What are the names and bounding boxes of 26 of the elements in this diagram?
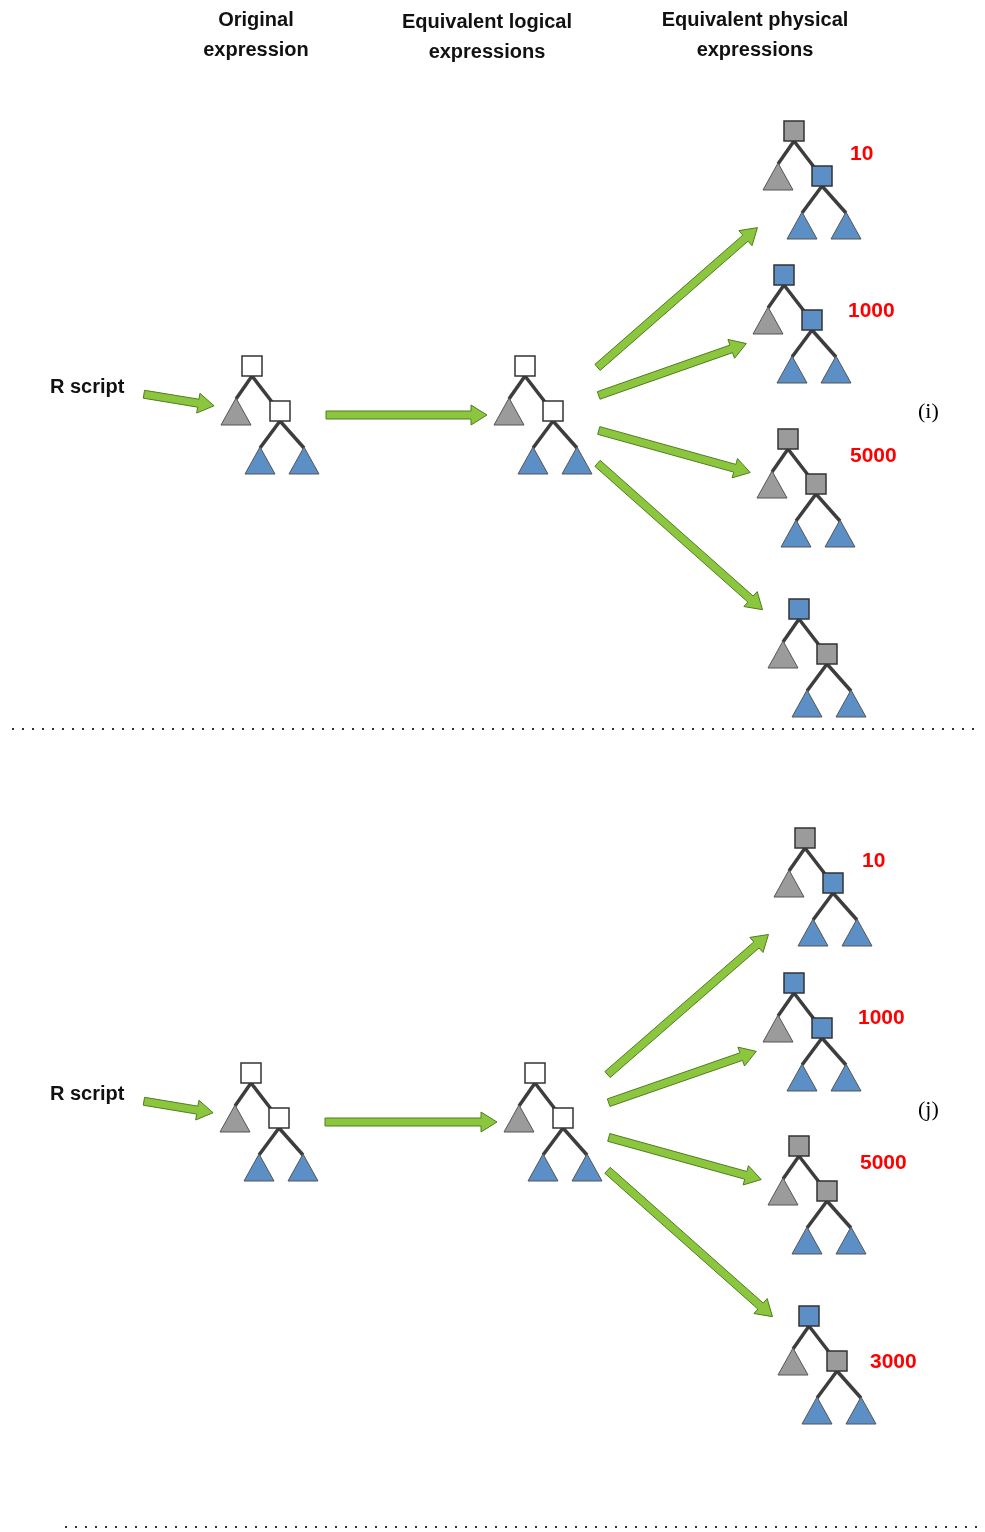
- cost-label: 10: [850, 141, 874, 165]
- panel-label: (j): [918, 1096, 939, 1122]
- arrow: [606, 1046, 757, 1107]
- cost-label: 1000: [858, 1005, 905, 1029]
- arrow: [597, 426, 751, 479]
- arrow: [142, 1096, 214, 1121]
- column-heading: Equivalent physical expressions: [660, 7, 850, 62]
- arrow: [142, 389, 215, 414]
- arrow: [594, 227, 758, 371]
- arrow: [596, 338, 747, 400]
- arrow: [604, 1166, 773, 1318]
- arrow: [604, 933, 769, 1079]
- cost-label: 1000: [848, 298, 895, 322]
- arrow: [607, 1133, 762, 1186]
- arrow: [324, 1111, 498, 1133]
- panel-label: (i): [918, 398, 939, 424]
- cost-label: 10: [862, 848, 886, 872]
- arrow: [594, 459, 763, 611]
- cost-label: 5000: [850, 443, 897, 467]
- cost-label: 3000: [870, 1349, 917, 1373]
- arrow: [325, 404, 488, 426]
- cost-label: 5000: [860, 1150, 907, 1174]
- input-label: R script: [50, 373, 138, 399]
- column-heading: Original expression: [202, 7, 310, 62]
- input-label: R script: [50, 1080, 138, 1106]
- column-heading: Equivalent logical expressions: [400, 9, 573, 64]
